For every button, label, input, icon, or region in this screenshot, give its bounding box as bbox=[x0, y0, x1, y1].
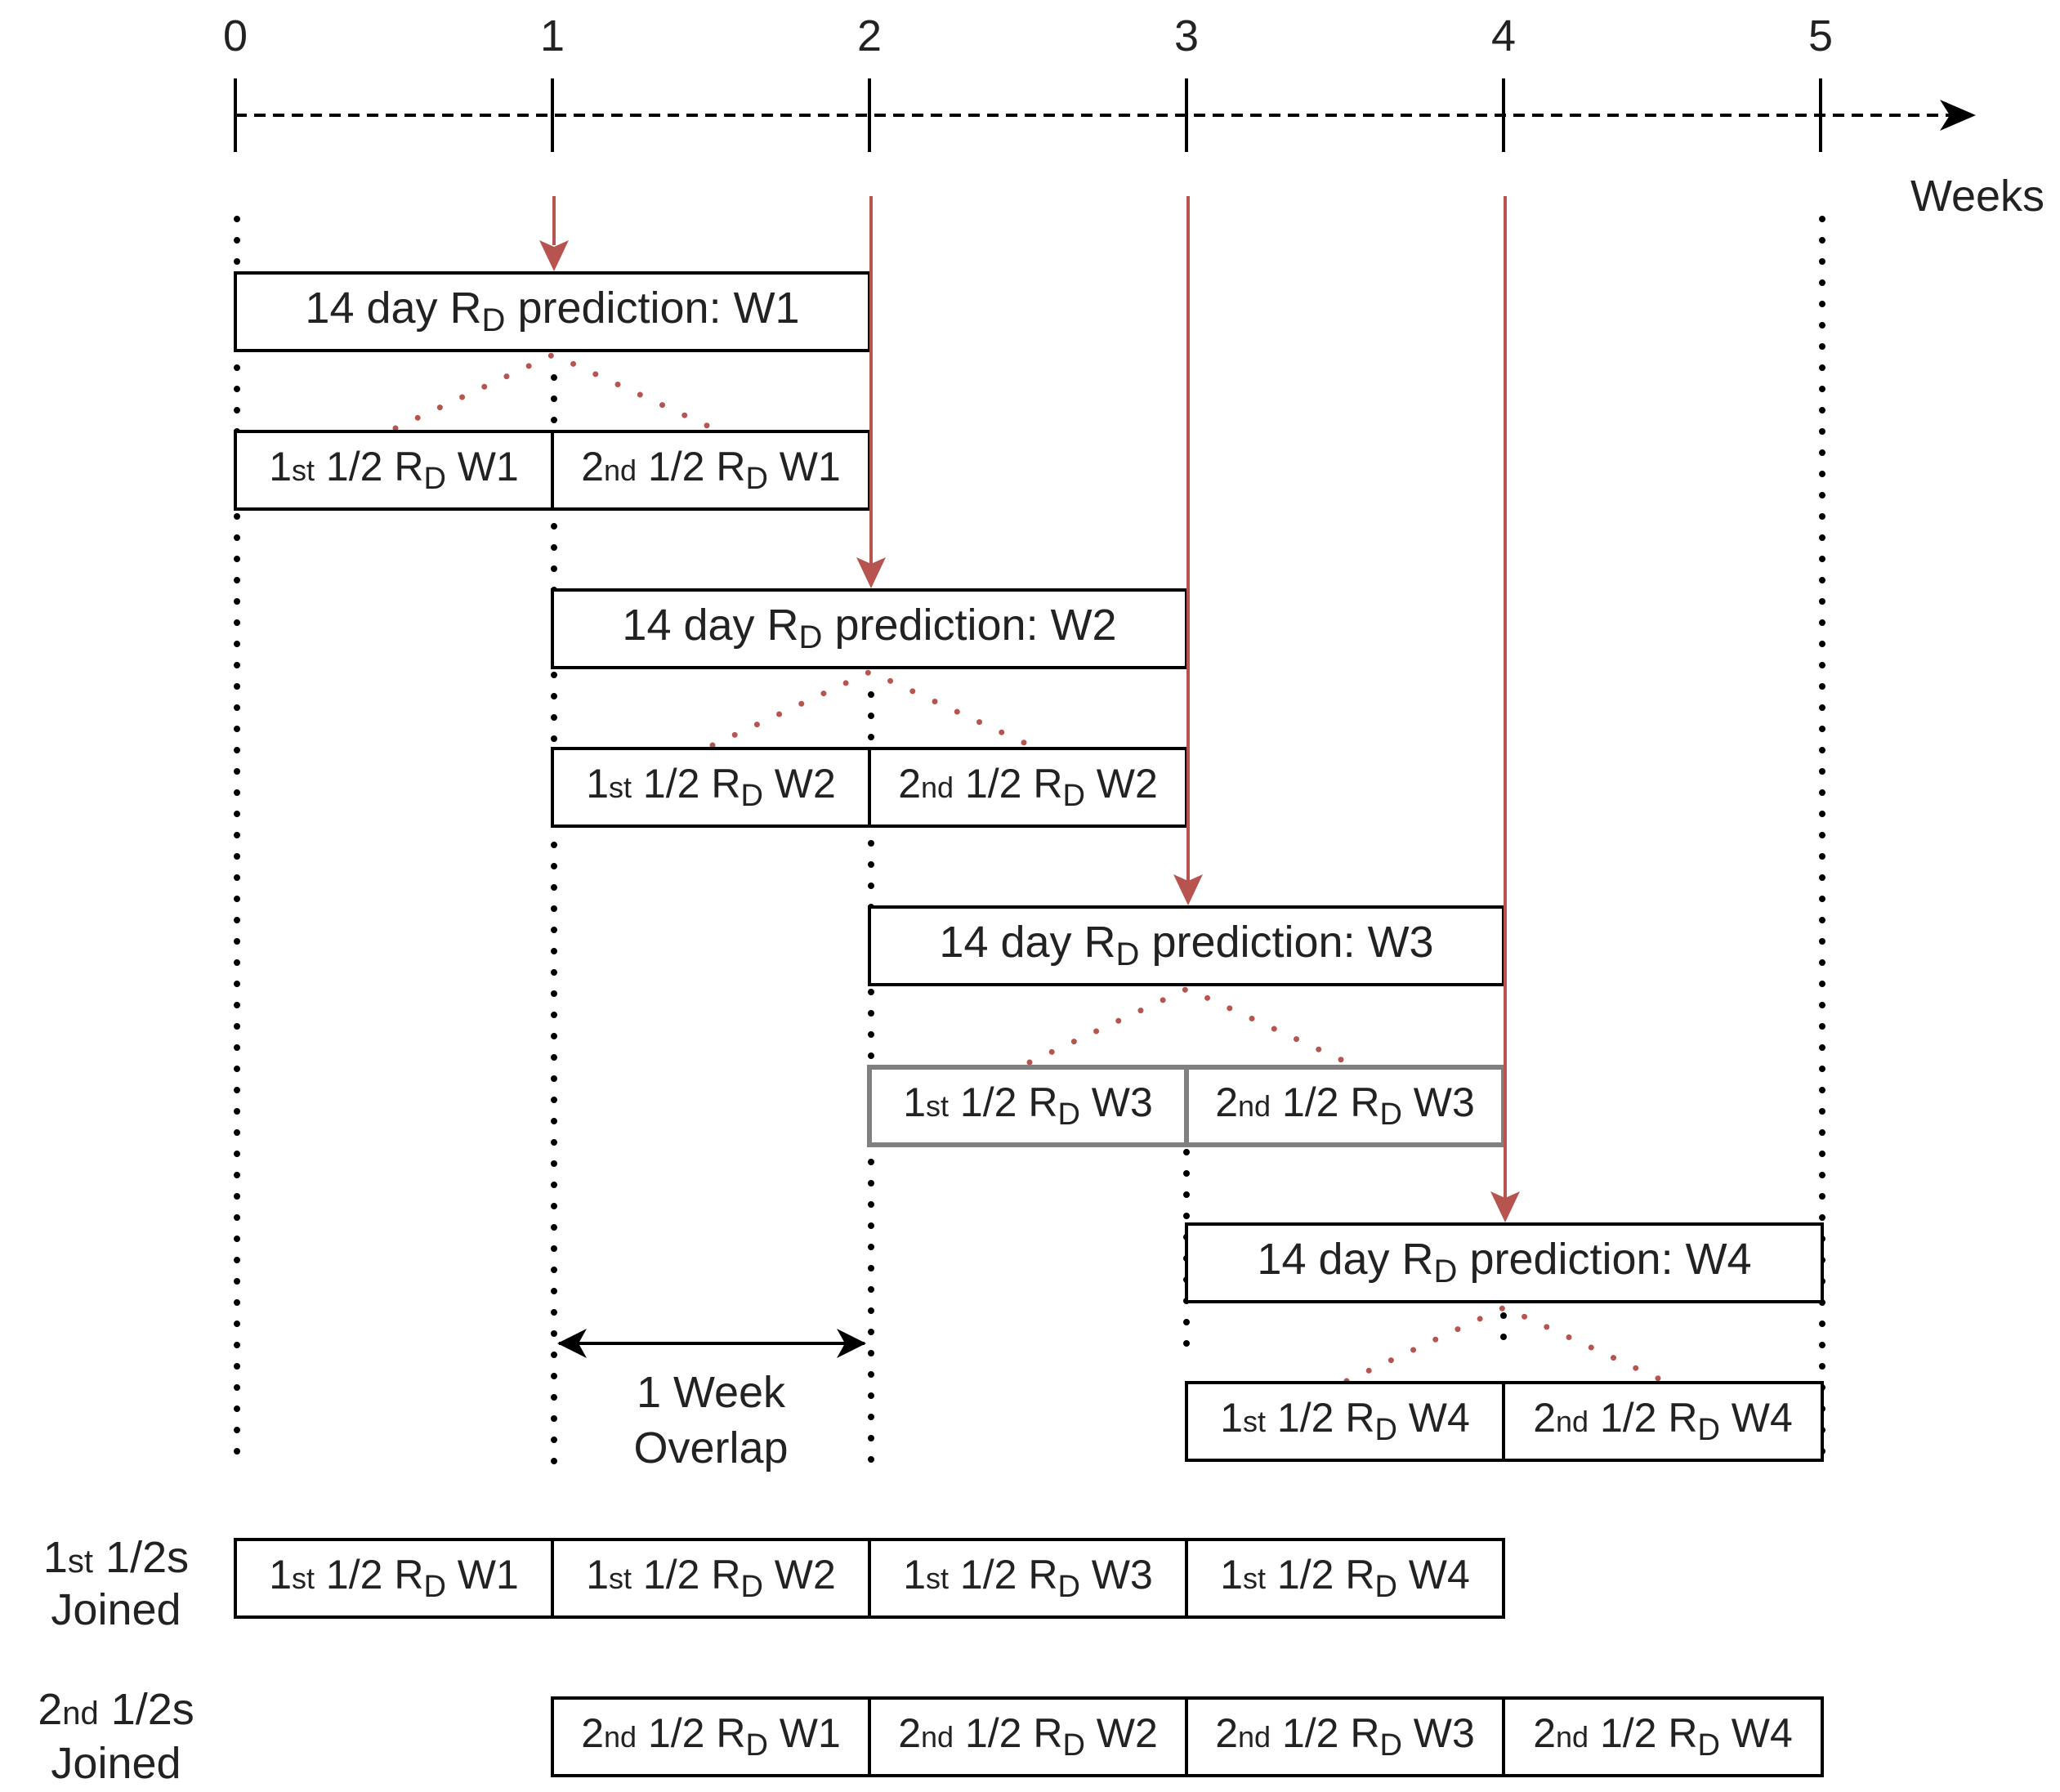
axis-tick-label: 1 bbox=[540, 11, 565, 60]
axis-tick-label: 5 bbox=[1808, 11, 1833, 60]
first-half-label: 1st 1/2 RD W3 bbox=[903, 1079, 1153, 1132]
prediction-box bbox=[551, 588, 1188, 669]
prediction-w2: 14 day RD prediction: W2 1st 1/2 RD W2 2… bbox=[551, 588, 1188, 828]
first-half-label: 1st 1/2 RD W4 bbox=[1220, 1395, 1470, 1447]
joined-row-label: Joined bbox=[51, 1585, 181, 1634]
joined-row-label: 2nd 1/2s bbox=[38, 1685, 194, 1734]
second-half-label: 2nd 1/2 RD W2 bbox=[898, 761, 1158, 813]
first-half-box bbox=[1185, 1381, 1505, 1462]
overlap-arrowhead-left bbox=[557, 1329, 587, 1358]
split-connector bbox=[392, 351, 716, 431]
prediction-label: 14 day RD prediction: W2 bbox=[622, 601, 1116, 655]
split-connectors bbox=[392, 351, 1667, 1384]
joined-cell-label: 1st 1/2 RD W2 bbox=[586, 1552, 836, 1604]
joined-cell bbox=[551, 1538, 871, 1619]
joined-cell-label: 2nd 1/2 RD W2 bbox=[898, 1710, 1158, 1763]
weekly-arrows bbox=[539, 196, 1520, 1222]
axis-arrowhead bbox=[1940, 100, 1976, 131]
first-half-box bbox=[867, 1065, 1189, 1147]
weekly-arrow-head bbox=[1490, 1191, 1520, 1222]
prediction-w1: 14 day RD prediction: W1 1st 1/2 RD W1 2… bbox=[234, 271, 871, 511]
second-half-box bbox=[551, 430, 871, 511]
second-half-box bbox=[868, 747, 1188, 828]
overlap-annotation: 1 Week Overlap bbox=[557, 1329, 866, 1472]
second-half-box bbox=[1502, 1381, 1824, 1462]
time-axis: 0 1 2 3 4 5 Weeks bbox=[223, 11, 2044, 221]
first-half-label: 1st 1/2 RD W2 bbox=[586, 761, 836, 813]
split-connector bbox=[709, 668, 1033, 749]
overlap-label-line1: 1 Week bbox=[637, 1368, 786, 1417]
prediction-box bbox=[1185, 1222, 1824, 1303]
joined-cell bbox=[234, 1538, 554, 1619]
split-connector bbox=[1026, 985, 1350, 1066]
second-half-label: 2nd 1/2 RD W1 bbox=[581, 444, 841, 496]
joined-cell bbox=[1502, 1696, 1824, 1777]
weekly-arrow-head bbox=[856, 557, 886, 588]
joined-cell-label: 2nd 1/2 RD W3 bbox=[1215, 1710, 1475, 1763]
joined-cell bbox=[1185, 1538, 1505, 1619]
split-connector bbox=[1343, 1304, 1667, 1384]
axis-tick-label: 3 bbox=[1174, 11, 1199, 60]
weekly-arrow-head bbox=[539, 240, 569, 271]
axis-unit-label: Weeks bbox=[1910, 172, 2044, 221]
first-halves-joined: 1st 1/2s Joined 1st 1/2 RD W1 1st 1/2 RD… bbox=[43, 1533, 1505, 1634]
axis-tick-label: 2 bbox=[857, 11, 882, 60]
overlap-arrowhead-right bbox=[837, 1329, 866, 1358]
joined-cell bbox=[868, 1696, 1188, 1777]
second-half-label: 2nd 1/2 RD W4 bbox=[1533, 1395, 1793, 1447]
axis-tick-label: 4 bbox=[1491, 11, 1516, 60]
prediction-label: 14 day RD prediction: W3 bbox=[939, 918, 1433, 972]
joined-cell bbox=[551, 1696, 871, 1777]
joined-cell-label: 1st 1/2 RD W4 bbox=[1220, 1552, 1470, 1604]
second-halves-joined: 2nd 1/2s Joined 2nd 1/2 RD W1 2nd 1/2 RD… bbox=[38, 1685, 1824, 1788]
overlap-label-line2: Overlap bbox=[633, 1423, 788, 1472]
first-half-label: 1st 1/2 RD W1 bbox=[269, 444, 519, 496]
joined-row-label: 1st 1/2s bbox=[43, 1533, 189, 1582]
axis-tick-label: 0 bbox=[223, 11, 248, 60]
first-half-box bbox=[234, 430, 554, 511]
joined-cell-label: 1st 1/2 RD W3 bbox=[903, 1552, 1153, 1604]
joined-cell-label: 2nd 1/2 RD W4 bbox=[1533, 1710, 1793, 1763]
joined-cell-label: 1st 1/2 RD W1 bbox=[269, 1552, 519, 1604]
prediction-label: 14 day RD prediction: W4 bbox=[1257, 1235, 1751, 1289]
prediction-w3: 14 day RD prediction: W3 1st 1/2 RD W3 2… bbox=[867, 905, 1506, 1147]
joined-row-label: Joined bbox=[51, 1739, 181, 1788]
first-half-box bbox=[551, 747, 871, 828]
prediction-w4: 14 day RD prediction: W4 1st 1/2 RD W4 2… bbox=[1185, 1222, 1824, 1462]
second-half-label: 2nd 1/2 RD W3 bbox=[1215, 1079, 1475, 1132]
joined-cell-label: 2nd 1/2 RD W1 bbox=[581, 1710, 841, 1763]
weekly-arrow-head bbox=[1173, 874, 1203, 905]
prediction-box bbox=[868, 905, 1505, 986]
prediction-label: 14 day RD prediction: W1 bbox=[305, 284, 799, 338]
